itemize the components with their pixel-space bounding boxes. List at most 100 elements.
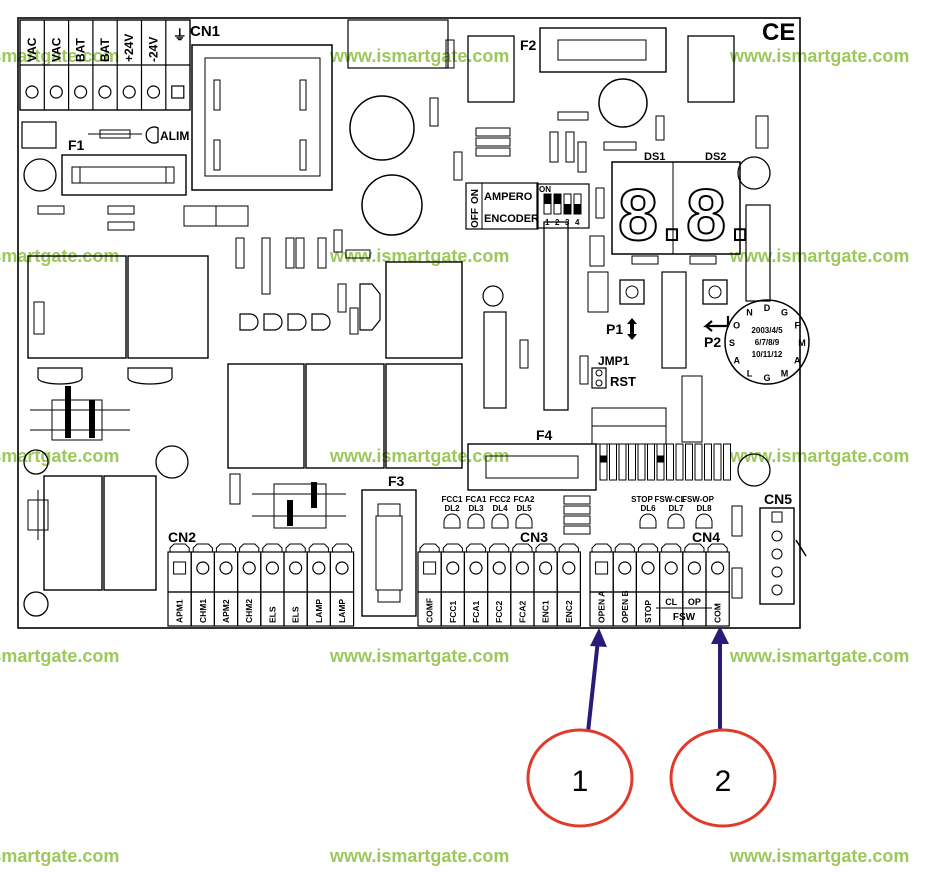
terminal-screw: [312, 561, 326, 575]
fuse-f3-label: F3: [388, 473, 405, 489]
mounting-hole: [23, 449, 49, 475]
resistor: [713, 443, 722, 481]
cn2-terminal-label: LAMP: [337, 599, 347, 623]
watermark-text: www.ismartgate.com: [329, 46, 509, 66]
relay: [385, 363, 463, 469]
terminal-body: [260, 551, 285, 593]
terminal-screw: [641, 561, 655, 575]
fuse-f3: F3: [361, 473, 417, 617]
callout-2-arrowhead: [711, 626, 729, 644]
resistor: [723, 443, 731, 481]
rst-label: RST: [610, 374, 636, 389]
cn2-terminal-label: ELS: [291, 606, 301, 623]
terminal-body: [167, 551, 192, 593]
component-block: [347, 19, 449, 69]
terminal-body: [417, 551, 442, 593]
resistor-band: [656, 455, 665, 463]
callout-1-arrowhead: [590, 628, 607, 647]
dip-on-label: ON: [539, 185, 551, 194]
jumper: [591, 367, 607, 389]
cn3-terminal-label: FCA2: [517, 601, 527, 623]
resistor-group: [27, 39, 769, 599]
resistor: [675, 443, 684, 481]
dip-lever: [554, 194, 561, 204]
cn3-terminal-label: ENC2: [564, 600, 574, 623]
led-icon: [491, 513, 509, 529]
jumper-pin: [595, 379, 603, 387]
cn2-terminal-label: APM2: [221, 599, 231, 623]
dial-ring-letter: L: [747, 368, 753, 378]
cn3-terminal-label: COMF: [425, 598, 435, 623]
terminal-cap: [169, 543, 190, 552]
terminal-body: [658, 551, 684, 593]
display-digits: 8.8.: [618, 176, 754, 256]
fuse-f4-label: F4: [536, 427, 553, 443]
dark-resistor-group: [30, 386, 346, 529]
cn1-terminal-label: +24V: [122, 34, 136, 62]
terminal-cap: [684, 543, 705, 552]
cn1-terminal-label: VAC: [25, 37, 39, 62]
cn1-terminal-label: VAC: [49, 37, 63, 62]
cn3-label: CN3: [520, 529, 548, 545]
terminal-screw: [664, 561, 678, 575]
cn1-terminal-label: -24V: [147, 37, 161, 62]
fsw-group-label: FSW: [673, 612, 696, 623]
watermark-text: www.ismartgate.com: [729, 846, 909, 866]
relay: [27, 255, 127, 359]
terminal-cap: [419, 543, 440, 552]
cn4-terminal-label: CL: [665, 597, 677, 607]
terminal-body: [510, 551, 535, 593]
cn4-terminal-label: COM: [713, 603, 723, 623]
resistor: [637, 443, 646, 481]
dial-text: 10/11/12: [752, 350, 783, 359]
cn4-label: CN4: [692, 529, 720, 545]
terminal-cap: [489, 543, 510, 552]
terminal-body: [237, 551, 262, 593]
terminal-cap: [535, 543, 556, 552]
resistor: [609, 443, 617, 481]
encoder-label: ENCODER: [484, 213, 539, 225]
terminal-screw: [146, 85, 161, 99]
resistor: [666, 443, 674, 481]
relay: [127, 255, 209, 359]
dip-lever: [564, 204, 571, 214]
led-icon: [667, 513, 685, 529]
ic-chip: [661, 271, 687, 369]
alim-led: [145, 126, 159, 144]
terminal-screw: [219, 561, 233, 575]
fuse-f2-label: F2: [520, 37, 537, 53]
dial-ring-letter: D: [764, 303, 771, 313]
led-sub-label: DL7: [668, 504, 684, 513]
cn5-connector: CN5: [759, 491, 807, 605]
watermark-text: www.ismartgate.com: [729, 646, 909, 666]
terminal-screw: [335, 561, 349, 575]
connector: [687, 35, 735, 103]
terminal-screw: [515, 561, 530, 575]
resistor: [618, 443, 627, 481]
cn2-terminal-label: ELS: [267, 606, 277, 623]
terminal-body: [682, 551, 707, 593]
led-group: FCC1DL2FCA1DL3FCC2DL4FCA2DL5STOPDL6FSW-C…: [442, 495, 715, 529]
component-block: [21, 121, 57, 149]
terminal-screw: [562, 561, 576, 575]
led-icon: [467, 513, 485, 529]
terminal-body: [612, 551, 638, 593]
dial-ring-letter: G: [781, 308, 788, 318]
terminal-screw: [196, 561, 210, 575]
terminal-body: [440, 551, 466, 593]
led-sub-label: DL4: [492, 504, 508, 513]
terminal-cap: [262, 543, 283, 552]
cn2-terminal-label: CHM2: [244, 599, 254, 623]
terminal-screw: [492, 561, 506, 575]
dip-lever: [544, 194, 551, 204]
switch-off-label: OFF: [470, 208, 481, 228]
mode-switch: ON OFF AMPERO ENCODER: [465, 182, 539, 230]
terminal-body: [487, 551, 512, 593]
cn2-terminal-label: CHM1: [198, 599, 208, 623]
terminal-cap: [285, 543, 306, 552]
